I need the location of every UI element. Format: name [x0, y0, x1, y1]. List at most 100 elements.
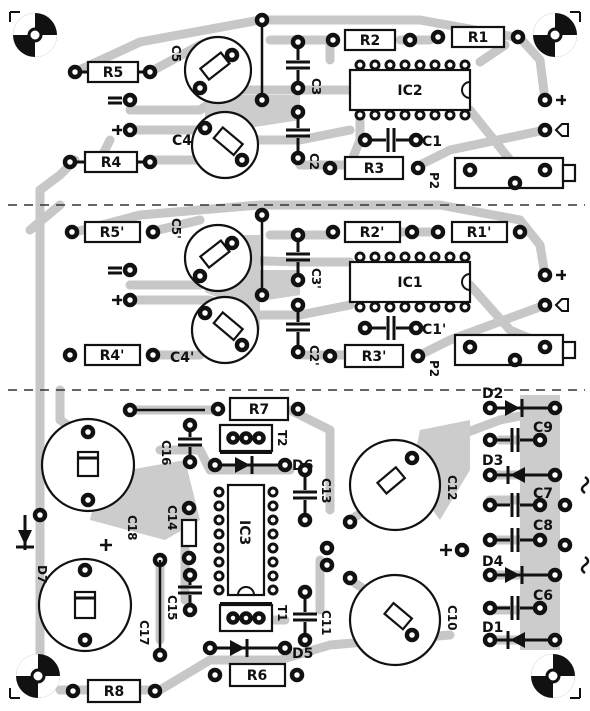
c7-label: C7	[533, 486, 553, 502]
copper-pours	[90, 95, 560, 650]
capacitor-c18: C18	[40, 417, 139, 541]
potentiometer-p2: P2	[427, 156, 577, 191]
mounting-hole-icon	[531, 654, 575, 698]
capacitor-c4: C4	[172, 110, 260, 180]
r7-label: R7	[249, 402, 270, 418]
r8-label: R8	[104, 684, 125, 700]
capacitor-c9: C9	[482, 420, 553, 452]
c3-label: C3	[309, 78, 323, 95]
mounting-hole-icon	[533, 13, 577, 57]
diode-d3: D3	[482, 453, 563, 484]
ic-ic3: IC3	[213, 483, 279, 597]
capacitor-c11: C11	[293, 584, 333, 648]
c16-label: C16	[159, 440, 173, 466]
r5-label: R5	[103, 65, 124, 81]
r5p-label: R5'	[100, 225, 125, 241]
diode-d2: D2	[482, 386, 563, 417]
resistor-r7: R7	[210, 396, 306, 422]
connector-middle	[108, 262, 569, 313]
capacitor-c13: C13	[293, 462, 333, 528]
r3p-label: R3'	[362, 349, 387, 365]
ic-ic2: IC2	[348, 59, 472, 121]
connector-top	[108, 92, 569, 138]
c6-label: C6	[533, 588, 553, 604]
resistor-r3-prime: R3'	[322, 343, 426, 369]
d3-label: D3	[482, 453, 503, 469]
ic-ic1: IC1	[348, 251, 472, 313]
ic2-label: IC2	[397, 83, 422, 99]
mounting-hole-icon	[13, 13, 57, 57]
resistor-r6: R6	[207, 662, 305, 688]
r4-label: R4	[101, 155, 122, 171]
r6-label: R6	[247, 668, 268, 684]
d1-label: D1	[482, 620, 503, 636]
power-section: R7 T2 D6 C16	[16, 386, 590, 704]
capacitor-c6: C6	[482, 588, 553, 620]
diode-d1: D1	[482, 620, 563, 649]
capacitor-c2-prime: C2'	[286, 297, 321, 366]
c4-label: C4	[172, 133, 192, 149]
ic1-label: IC1	[397, 275, 422, 291]
capacitor-c12: C12	[342, 438, 459, 532]
capacitor-c2: C2	[286, 104, 321, 170]
resistor-r1-prime: R1'	[430, 220, 528, 244]
ac-input-connector	[557, 475, 590, 575]
transistor-t1: T1	[218, 602, 289, 633]
capacitor-c5-prime: C5'	[169, 218, 253, 293]
r4p-label: R4'	[100, 348, 125, 364]
r2-label: R2	[360, 33, 381, 49]
transistor-t2: T2	[218, 423, 289, 454]
capacitor-c1-prime: C1'	[357, 316, 446, 340]
ic3-label: IC3	[236, 520, 252, 545]
d7-label: D7	[35, 565, 49, 583]
resistor-r2: R2	[325, 28, 418, 52]
capacitor-c17: C17	[37, 557, 151, 653]
t2-label: T2	[275, 430, 289, 447]
channel-top: R5 R4 R2 R1 R3	[62, 12, 577, 191]
r3-label: R3	[364, 161, 385, 177]
resistor-r2-prime: R2'	[325, 220, 420, 244]
c5p-label: C5'	[169, 218, 183, 239]
c11-label: C11	[319, 610, 333, 636]
c18-label: C18	[125, 515, 139, 541]
c5-label: C5	[169, 45, 183, 62]
diode-d7: D7	[16, 507, 49, 583]
capacitor-c3: C3	[286, 34, 323, 96]
c8-label: C8	[533, 518, 553, 534]
mounting-holes	[9, 11, 581, 699]
mounting-hole-icon	[16, 654, 60, 698]
resistor-r4: R4	[62, 150, 158, 174]
d2-label: D2	[482, 386, 503, 402]
p2-label: P2	[427, 172, 441, 189]
c2p-label: C2'	[307, 345, 321, 366]
r2p-label: R2'	[360, 225, 385, 241]
r1-label: R1	[468, 30, 489, 46]
c2-label: C2	[307, 153, 321, 170]
capacitor-c10: C10	[342, 570, 459, 667]
c12-label: C12	[445, 475, 459, 501]
resistor-r5: R5	[67, 60, 158, 84]
capacitor-c14: C14	[165, 500, 198, 566]
c15-label: C15	[165, 595, 179, 621]
diode-d5: D5	[202, 639, 313, 662]
c14-label: C14	[165, 505, 179, 531]
capacitor-c7: C7	[482, 486, 553, 517]
t1-label: T1	[275, 605, 289, 622]
potentiometer-p1: P2	[427, 333, 577, 377]
channel-middle: R5' R4' R2' R1' R3' C5'	[62, 207, 577, 377]
c9-label: C9	[533, 420, 553, 436]
resistor-r3: R3	[322, 155, 426, 181]
r1p-label: R1'	[467, 225, 492, 241]
c1p-label: C1'	[422, 322, 446, 338]
resistor-r8: R8	[65, 678, 163, 704]
capacitor-c16: C16	[159, 417, 202, 470]
resistor-r1: R1	[430, 25, 526, 49]
c17-label: C17	[137, 620, 151, 646]
resistor-r5-prime: R5'	[64, 220, 161, 244]
resistor-r4-prime: R4'	[62, 343, 161, 367]
c10-label: C10	[445, 605, 459, 631]
capacitor-c1: C1	[357, 128, 442, 152]
c1-label: C1	[422, 134, 442, 150]
capacitor-c4-prime: C4'	[170, 295, 260, 366]
p1-label: P2	[427, 360, 441, 377]
